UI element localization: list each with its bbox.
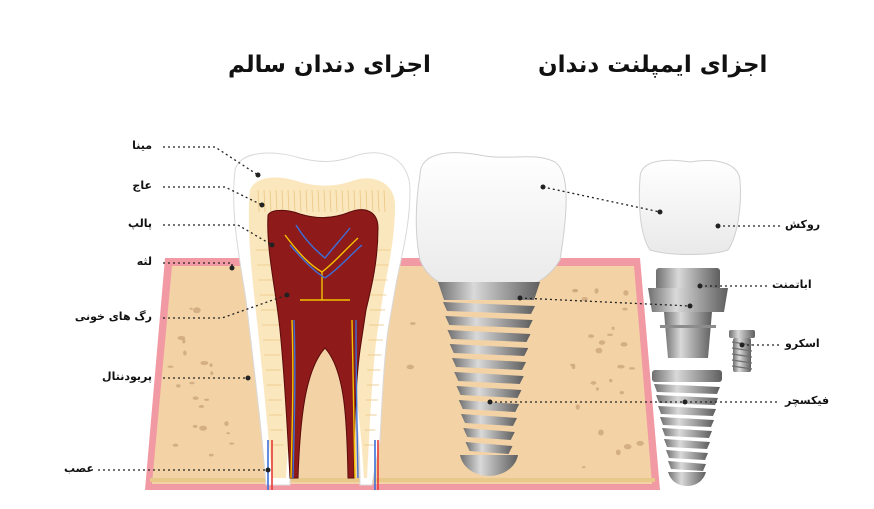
tooth-pulp <box>267 209 379 479</box>
blood-vessels <box>284 224 363 479</box>
implant-exploded <box>638 159 755 486</box>
implant-threads <box>443 302 535 476</box>
bone-section <box>145 258 660 490</box>
nerve-lines <box>267 440 379 490</box>
label-nerve: عصب <box>64 462 94 475</box>
label-screw: اسکرو <box>785 337 820 350</box>
title-healthy-tooth: اجزای دندان سالم <box>228 52 431 78</box>
label-fixture: فیکسچر <box>785 394 830 407</box>
bone-speckles <box>167 288 644 469</box>
label-dentin: عاج <box>132 179 152 192</box>
crown-part <box>638 159 741 255</box>
label-pulp: پالپ <box>127 217 152 230</box>
dentin-tubules <box>256 189 390 446</box>
bone-body <box>152 266 652 484</box>
label-crown: روکش <box>785 218 821 231</box>
healthy-tooth <box>233 152 411 490</box>
leader-lines <box>98 146 780 471</box>
abutment-part <box>648 268 728 358</box>
leader-dots <box>229 172 745 473</box>
implant-assembled <box>415 152 567 476</box>
label-periodontal: پریودنتال <box>102 370 152 383</box>
bone-base-line <box>150 478 655 482</box>
label-abutment: اباتمنت <box>772 278 812 291</box>
screw-part <box>729 330 755 372</box>
label-gum: لثه <box>136 255 152 268</box>
title-implant: اجزای ایمپلنت دندان <box>538 52 768 78</box>
fixture-part <box>652 370 722 486</box>
label-enamel: مینا <box>132 139 152 152</box>
label-blood-vessels: رگ های خونی <box>74 310 152 323</box>
implant-abutment <box>438 282 540 300</box>
implant-crown <box>415 152 567 293</box>
